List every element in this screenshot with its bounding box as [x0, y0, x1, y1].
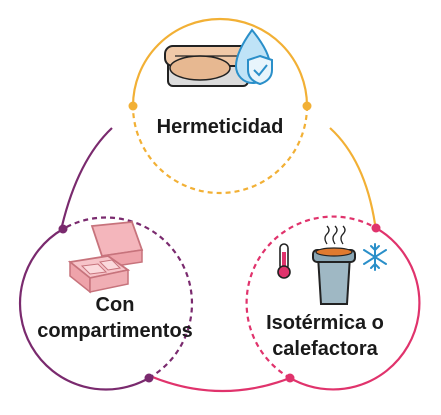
node-dot-left-bottom	[144, 373, 154, 383]
node-dot-right-bottom	[285, 373, 295, 383]
node-circle-hermeticidad	[128, 17, 312, 195]
snowflake-icon	[363, 243, 387, 271]
node-dot-top-right	[302, 101, 312, 111]
shield-check-icon	[247, 54, 273, 86]
node-circle-compartimentos	[18, 216, 194, 391]
thermal-container-icon	[312, 225, 356, 305]
thermometer-icon	[277, 243, 291, 279]
node-dot-right-top	[371, 223, 381, 233]
node-dot-top-left	[128, 101, 138, 111]
lunchbox-waterproof-icon	[164, 45, 250, 87]
node-label-line: compartimentos	[37, 320, 193, 342]
node-label-line: calefactora	[272, 338, 378, 360]
node-label-isotermica: Isotérmica o calefactora	[240, 310, 410, 362]
node-circle-isotermica	[245, 215, 421, 391]
connector-bottom	[149, 374, 291, 393]
node-label-hermeticidad: Hermeticidad	[145, 114, 295, 140]
compartment-lunchbox-icon	[67, 221, 144, 294]
node-label-line: Con	[95, 294, 135, 316]
node-dot-left-top	[58, 224, 68, 234]
connector-top-right	[329, 127, 377, 225]
node-label-line: Isotérmica o	[266, 312, 384, 334]
node-label-compartimentos: Con compartimentos	[20, 292, 210, 344]
node-label-line: Hermeticidad	[156, 116, 284, 138]
connector-top-left	[60, 127, 113, 227]
